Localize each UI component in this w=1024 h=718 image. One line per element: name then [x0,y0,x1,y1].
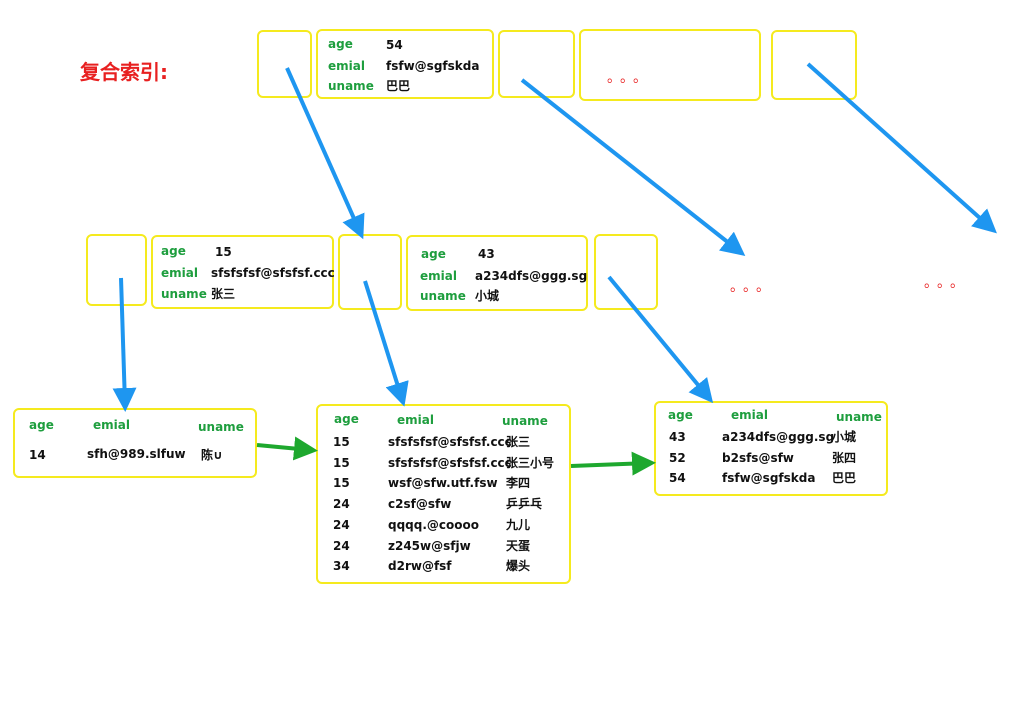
cell-uname: 爆头 [506,559,531,574]
leaf2-age-header: age [334,412,359,426]
leaf1-row-age: 14 [29,448,46,462]
arrow-leaf1-to-leaf2 [256,436,318,461]
mid2-emial-value: a234dfs@ggg.sg [475,269,588,283]
cell-emial: sfsfsfsf@sfsfsf.ccc [388,435,512,449]
cell-uname: 张三 [506,435,531,449]
cell-emial: b2sfs@sfw [722,450,794,465]
leaf1-row-uname: 陈∪ [201,448,223,462]
diagram-title: 复合索引: [80,60,168,84]
cell-emial: a234dfs@ggg.sg [722,430,835,444]
cell-uname: 乒乒乓 [506,497,543,512]
mid1-emial-label: emial [161,266,198,280]
cell-uname: 天蛋 [506,538,531,553]
mid1-age-label: age [161,244,186,258]
root-age-value: 54 [386,38,403,52]
arrow-mid-to-leaf-2 [363,280,409,407]
subtree-ellipsis-2: 。。。 [924,275,970,291]
arrow-root-to-mid-left [285,67,365,240]
leaf3-emial-header: emial [731,408,768,422]
arrow-mid-to-leaf-1 [112,277,137,412]
leaf3-age-header: age [668,408,693,422]
mid1-uname-label: uname [161,287,207,301]
cell-age: 15 [333,476,350,491]
cell-uname: 张三小号 [506,455,555,470]
subtree-ellipsis-1: 。。。 [730,279,776,295]
leaf-1: age emial uname 14 sfh@989.slfuw 陈∪ [13,408,257,478]
cell-uname: 九儿 [506,517,531,532]
leaf1-uname-header: uname [198,420,244,434]
root-emial-label: emial [328,59,365,73]
cell-age: 24 [333,538,350,553]
leaf2-uname-header: uname [502,414,548,428]
root-entry: age 54 emial fsfw@sgfskda uname 巴巴 [316,29,494,99]
cell-age: 15 [333,455,350,470]
root-age-label: age [328,37,353,51]
mid-pointer-1 [86,234,147,306]
mid-entry-1: age 15 emial sfsfsfsf@sfsfsf.ccc uname 张… [151,235,335,309]
mid1-age-value: 15 [215,245,232,259]
cell-age: 34 [333,559,350,574]
root-pointer-3 [771,30,857,100]
leaf1-age-header: age [29,418,54,432]
mid-entry-2: age 43 emial a234dfs@ggg.sg uname 小城 [406,235,588,311]
cell-uname: 小城 [832,430,857,444]
arrow-root-to-subtree-2 [806,62,997,234]
leaf1-row-emial: sfh@989.slfuw [87,447,186,461]
cell-emial: sfsfsfsf@sfsfsf.ccc [388,455,512,470]
cell-uname: 巴巴 [832,471,857,485]
cell-age: 24 [333,517,350,532]
cell-uname: 张四 [832,450,857,465]
arrow-root-to-subtree-1 [520,78,746,256]
root-uname-label: uname [328,79,374,93]
mid2-age-value: 43 [478,247,495,261]
mid2-age-label: age [421,247,446,261]
cell-emial: z245w@sfjw [388,538,471,553]
leaf3-uname-header: uname [836,410,882,424]
cell-age: 43 [669,430,686,444]
root-ellipsis: 。。。 [607,70,653,86]
mid1-emial-value: sfsfsfsf@sfsfsf.ccc [211,266,335,280]
leaf1-emial-header: emial [93,418,130,432]
cell-age: 52 [669,450,686,465]
arrow-mid-to-leaf-3 [607,275,714,404]
mid2-uname-value: 小城 [475,289,500,303]
cell-age: 24 [333,497,350,512]
cell-age: 54 [669,471,686,485]
leaf2-emial-header: emial [397,413,434,427]
mid1-uname-value: 张三 [211,287,236,301]
root-pointer-1 [257,30,312,98]
cell-age: 15 [333,435,350,449]
cell-emial: fsfw@sgfskda [722,471,816,485]
root-emial-value: fsfw@sgfskda [386,59,480,73]
cell-emial: qqqq.@coooo [388,517,480,532]
cell-uname: 李四 [506,476,531,491]
root-pointer-2 [498,30,575,98]
arrow-leaf2-to-leaf3 [570,451,656,476]
root-ellipsis-entry: 。。。 [579,29,761,101]
mid2-uname-label: uname [420,289,466,303]
cell-emial: wsf@sfw.utf.fsw [388,476,498,491]
mid2-emial-label: emial [420,269,457,283]
root-uname-value: 巴巴 [386,79,411,93]
cell-emial: d2rw@fsf [388,559,452,574]
cell-emial: c2sf@sfw [388,497,452,512]
